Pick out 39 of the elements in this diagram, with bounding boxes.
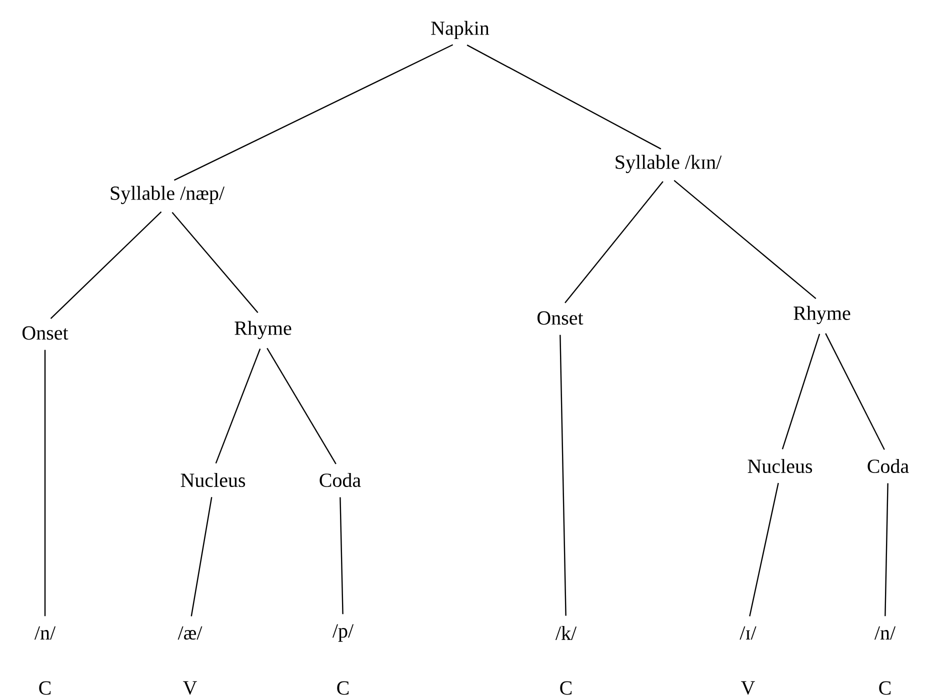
- tree-branch: [560, 334, 566, 616]
- tree-branch: [266, 348, 336, 464]
- category-label: C: [337, 681, 349, 695]
- constituent-label: Rhyme: [794, 306, 850, 324]
- constituent-label: Rhyme: [234, 320, 292, 340]
- tree-branch: [884, 483, 888, 616]
- category-label: C: [560, 681, 572, 695]
- word-label: Napkin: [431, 20, 490, 40]
- tree-branch: [50, 211, 162, 319]
- constituent-label: Nucleus: [180, 472, 246, 488]
- category-label: C: [39, 681, 51, 695]
- constituent-label: Nucleus: [748, 458, 812, 474]
- constituent-label: Coda: [868, 458, 909, 474]
- tree-branch: [190, 497, 212, 616]
- tree-branch: [466, 44, 662, 150]
- phoneme-label: /n/: [874, 626, 896, 640]
- category-label: V: [183, 681, 197, 695]
- syllable-label: Syllable /kɪn/: [616, 154, 722, 174]
- phoneme-label: /k/: [555, 626, 577, 640]
- tree-branch: [674, 180, 816, 300]
- syllable-label: Syllable /næp/: [110, 186, 225, 204]
- tree-branch: [749, 482, 779, 616]
- phoneme-label: /æ/: [178, 626, 202, 640]
- constituent-label: Onset: [22, 326, 68, 340]
- tree-branch: [782, 334, 820, 450]
- category-label: V: [741, 681, 755, 695]
- tree-branch: [564, 181, 664, 304]
- phoneme-label: /n/: [34, 626, 56, 640]
- tree-branch: [215, 348, 261, 464]
- phoneme-label: /ɪ/: [740, 626, 756, 640]
- category-label: C: [879, 681, 891, 695]
- tree-branch: [825, 333, 885, 450]
- constituent-label: Onset: [538, 311, 584, 325]
- tree-branch: [340, 497, 344, 614]
- tree-branch: [174, 44, 454, 181]
- phoneme-label: /p/: [332, 624, 354, 642]
- constituent-label: Coda: [320, 472, 361, 488]
- tree-branch: [44, 350, 46, 616]
- tree-branch: [172, 212, 258, 313]
